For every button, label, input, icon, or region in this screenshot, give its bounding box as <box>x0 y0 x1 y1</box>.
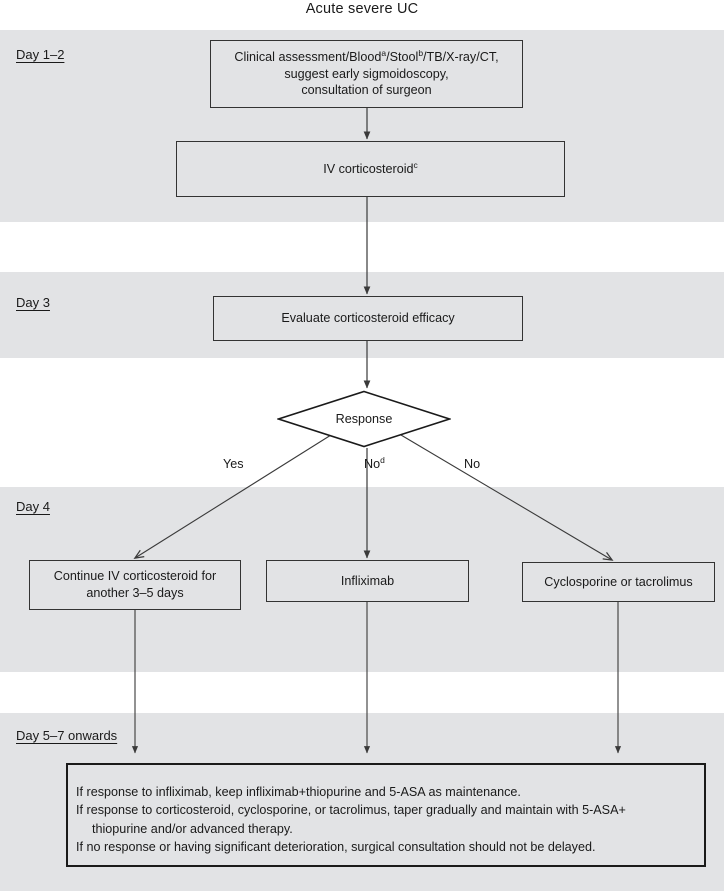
final-line4: If no response or having significant det… <box>76 839 596 854</box>
final-line2: If response to corticosteroid, cyclospor… <box>76 803 626 818</box>
assessment-line1-part1: Clinical assessment/Blood <box>234 50 382 65</box>
phase-label-day-3: Day 3 <box>16 295 50 310</box>
diamond-shape <box>277 390 451 448</box>
footnote-marker-b: b <box>418 47 424 58</box>
phase-label-day-1-2: Day 1–2 <box>16 47 65 62</box>
node-evaluate-efficacy: Evaluate corticosteroid efficacy <box>213 296 523 341</box>
page-title: Acute severe UC <box>305 1 419 17</box>
phase-label-day-5-7: Day 5–7 onwards <box>16 728 118 743</box>
continue-line2: another 3–5 days <box>86 586 184 600</box>
continue-line1: Continue IV corticosteroid for <box>53 569 217 584</box>
assessment-line2: suggest early sigmoidoscopy, <box>284 66 449 81</box>
infliximab-label: Infliximab <box>340 573 395 588</box>
footnote-marker-d: d <box>380 454 385 465</box>
assessment-line1-part2: /Stool <box>386 50 419 65</box>
footnote-marker-a: a <box>381 47 387 58</box>
evaluate-label: Evaluate corticosteroid efficacy <box>281 311 455 326</box>
decision-response: Response <box>277 390 451 448</box>
node-infliximab: Infliximab <box>266 560 469 602</box>
edge-label-no-d: Nod <box>364 454 385 471</box>
cyclosporine-label: Cyclosporine or tacrolimus <box>544 574 693 589</box>
node-maintenance-summary: If response to infliximab, keep inflixim… <box>66 763 706 867</box>
iv-corticosteroid-label: IV corticosteroid <box>323 161 414 176</box>
assessment-line1-part3: /TB/X-ray/CT, <box>423 50 499 65</box>
node-cyclosporine-tacrolimus: Cyclosporine or tacrolimus <box>522 562 715 602</box>
final-line3: thiopurine and/or advanced therapy. <box>92 821 293 836</box>
edge-label-no: No <box>464 457 481 471</box>
edge-label-no-d-text: No <box>364 457 381 471</box>
edge-label-yes: Yes <box>223 457 244 471</box>
phase-label-day-4: Day 4 <box>16 499 50 514</box>
final-line1: If response to infliximab, keep inflixim… <box>76 785 521 799</box>
footnote-marker-c: c <box>413 159 418 170</box>
node-clinical-assessment: Clinical assessment/Blooda/Stoolb/TB/X-r… <box>210 40 523 108</box>
node-iv-corticosteroid: IV corticosteroidc <box>176 141 565 197</box>
node-continue-corticosteroid: Continue IV corticosteroid for another 3… <box>29 560 241 610</box>
assessment-line3: consultation of surgeon <box>301 83 432 98</box>
decision-label: Response <box>335 412 393 426</box>
